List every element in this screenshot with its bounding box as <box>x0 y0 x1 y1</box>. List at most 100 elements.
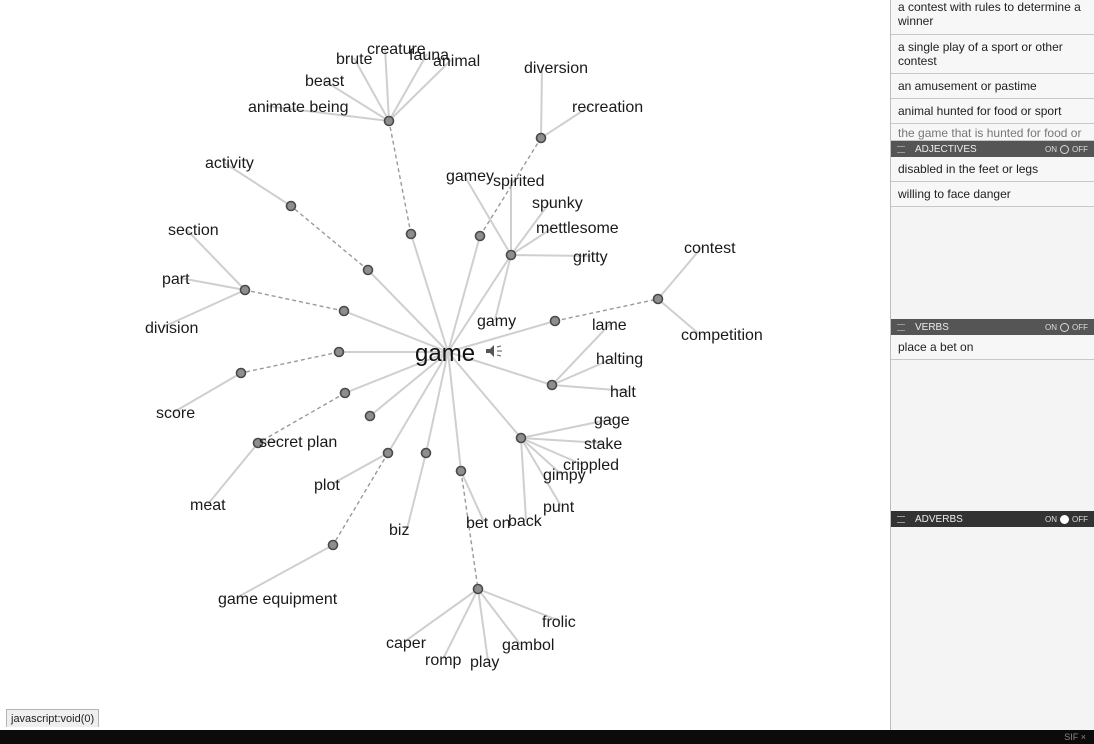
graph-word[interactable]: secret plan <box>259 434 337 451</box>
graph-word[interactable]: halt <box>610 384 636 401</box>
graph-word[interactable]: halting <box>596 351 643 368</box>
word-edge <box>540 66 543 139</box>
graph-word[interactable]: game equipment <box>218 591 338 608</box>
adjectives-toggle[interactable]: ON OFF <box>1045 144 1088 154</box>
graph-node[interactable] <box>383 115 395 127</box>
graph-node[interactable] <box>339 387 351 399</box>
graph-word[interactable]: gritty <box>573 249 608 266</box>
word-edge <box>207 442 259 505</box>
graph-word[interactable]: part <box>162 271 190 288</box>
word-edge <box>477 588 561 622</box>
graph-word[interactable]: meat <box>190 497 226 514</box>
graph-node[interactable] <box>333 346 345 358</box>
speaker-icon[interactable] <box>486 345 502 357</box>
graph-word[interactable]: gamy <box>477 313 516 330</box>
graph-word[interactable]: activity <box>205 155 254 172</box>
graph-word[interactable]: gambol <box>502 637 554 654</box>
graph-word[interactable]: animal <box>433 53 480 70</box>
graph-word[interactable]: competition <box>681 327 763 344</box>
definition-item[interactable]: a contest with rules to determine a winn… <box>891 0 1094 35</box>
drag-handle-icon[interactable] <box>897 515 905 523</box>
graph-word[interactable]: play <box>470 654 499 671</box>
word-edge <box>173 372 242 413</box>
graph-word[interactable]: gage <box>594 412 630 429</box>
graph-word[interactable]: division <box>145 320 198 337</box>
word-edge <box>510 226 555 256</box>
graph-node[interactable] <box>382 447 394 459</box>
graph-word[interactable]: gimpy <box>543 467 586 484</box>
graph-word[interactable]: section <box>168 222 219 239</box>
graph-center: game <box>415 340 502 367</box>
graph-node[interactable] <box>420 447 432 459</box>
corner-controls[interactable]: SIF × <box>1064 732 1086 742</box>
graph-word[interactable]: biz <box>389 522 409 539</box>
word-edge <box>657 298 700 335</box>
definition-item[interactable]: willing to face danger <box>891 182 1094 207</box>
graph-node[interactable] <box>338 305 350 317</box>
graph-node[interactable] <box>235 367 247 379</box>
graph-word[interactable]: punt <box>543 499 575 516</box>
graph-node[interactable] <box>535 132 547 144</box>
word-edge <box>494 254 512 321</box>
graph-word[interactable]: spirited <box>493 173 545 190</box>
graph-node[interactable] <box>362 264 374 276</box>
center-word[interactable]: game <box>415 340 475 367</box>
graph-node[interactable] <box>455 465 467 477</box>
word-edge <box>403 588 479 643</box>
word-edge <box>460 470 485 523</box>
verbs-toggle[interactable]: ON OFF <box>1045 322 1088 332</box>
adverbs-toggle[interactable]: ON OFF <box>1045 514 1088 524</box>
word-edge <box>520 437 562 507</box>
graph-word[interactable]: back <box>508 513 543 530</box>
graph-word[interactable]: romp <box>425 652 462 669</box>
graph-word[interactable]: spunky <box>532 195 583 212</box>
graph-word[interactable]: frolic <box>542 614 576 631</box>
definition-item[interactable]: animal hunted for food or sport <box>891 99 1094 124</box>
graph-word[interactable]: contest <box>684 240 736 257</box>
graph-node[interactable] <box>474 230 486 242</box>
drag-handle-icon[interactable] <box>897 145 905 153</box>
graph-node[interactable] <box>505 249 517 261</box>
graph-word[interactable]: beast <box>305 73 345 90</box>
graph-node[interactable] <box>252 437 264 449</box>
graph-node[interactable] <box>327 539 339 551</box>
definition-item[interactable]: the game that is hunted for food or spor… <box>891 124 1094 141</box>
graph-node[interactable] <box>546 379 558 391</box>
graph-word[interactable]: mettlesome <box>536 220 619 237</box>
graph-word[interactable]: gamey <box>446 168 494 185</box>
graph-word[interactable]: stake <box>584 436 622 453</box>
graph-word[interactable]: fauna <box>409 47 449 64</box>
graph-word[interactable]: lame <box>592 317 627 334</box>
graph-word[interactable]: crippled <box>563 457 619 474</box>
word-edge <box>322 79 390 122</box>
graph-node[interactable] <box>652 293 664 305</box>
graph-word[interactable]: bet on <box>466 515 510 532</box>
graph-word[interactable]: plot <box>314 477 340 494</box>
graph-word[interactable]: brute <box>336 51 373 68</box>
graph-node[interactable] <box>549 315 561 327</box>
graph-edge <box>257 392 346 444</box>
graph-word[interactable]: caper <box>386 635 427 652</box>
toggle-dot-icon <box>1060 144 1069 154</box>
graph-word[interactable]: diversion <box>524 60 588 77</box>
definition-item[interactable]: place a bet on <box>891 335 1094 360</box>
graph-node[interactable] <box>472 583 484 595</box>
definition-item[interactable]: disabled in the feet or legs <box>891 157 1094 182</box>
definition-item[interactable]: a single play of a sport or other contes… <box>891 35 1094 74</box>
word-edge <box>477 588 489 662</box>
graph-node[interactable] <box>515 432 527 444</box>
graph-word[interactable]: animate being <box>248 99 349 116</box>
graph-word[interactable]: creature <box>367 41 426 58</box>
graph-node[interactable] <box>285 200 297 212</box>
drag-handle-icon[interactable] <box>897 323 905 331</box>
graph-node[interactable] <box>239 284 251 296</box>
word-edge <box>510 201 551 256</box>
definition-item[interactable]: an amusement or pastime <box>891 74 1094 99</box>
graph-word[interactable]: score <box>156 405 195 422</box>
graph-edge <box>369 351 449 417</box>
graph-node[interactable] <box>364 410 376 422</box>
graph-node[interactable] <box>405 228 417 240</box>
graph-word[interactable]: recreation <box>572 99 643 116</box>
word-edge <box>540 105 591 139</box>
